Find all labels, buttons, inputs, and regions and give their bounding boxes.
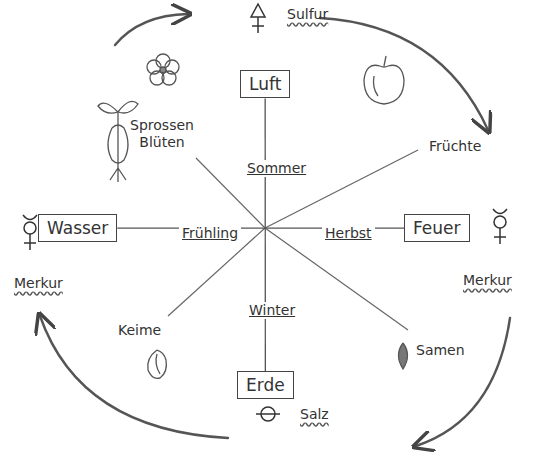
diagonal-lines [168,150,418,330]
season-label: Sommer [244,160,309,177]
stage-label: Früchte [429,138,481,155]
element-box: Luft [240,70,290,98]
principle-label: Sulfur [287,6,328,23]
season-label: Frühling [179,225,241,242]
stage-label: Samen [416,342,465,359]
stage-label: Sprossen Blüten [126,117,198,151]
element-box: Wasser [38,214,117,242]
element-box: Feuer [404,214,470,242]
element-name: Feuer [413,218,461,238]
season-label: Winter [246,302,298,319]
plant-drawings [98,54,408,378]
principle-label: Merkur [463,272,512,289]
element-box: Erde [237,371,294,399]
element-name: Wasser [47,218,108,238]
principle-label: Merkur [14,275,63,292]
stage-label: Keime [118,322,161,339]
element-name: Luft [249,74,281,94]
axis-line [265,98,266,371]
element-name: Erde [246,375,285,395]
principle-label: Salz [300,406,329,423]
alchemy-symbols [23,4,507,421]
season-label: Herbst [322,225,375,242]
